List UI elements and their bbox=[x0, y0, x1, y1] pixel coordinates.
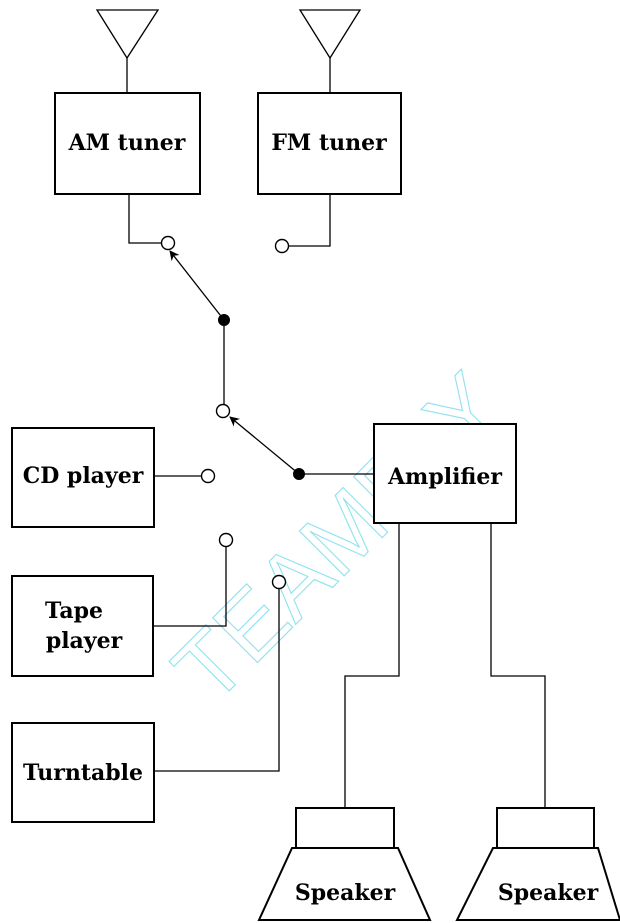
watermark: TEAMFLY bbox=[154, 354, 521, 721]
tuner-switch-arm bbox=[169, 250, 225, 321]
right-speaker-wire bbox=[490, 523, 546, 808]
am-tuner-box: AM tuner bbox=[54, 92, 201, 195]
am-tuner-label: AM tuner bbox=[68, 130, 186, 156]
tape-player-label-line1: Tape bbox=[45, 598, 103, 624]
fm-antenna-icon bbox=[298, 9, 362, 93]
cd-player-label: CD player bbox=[23, 463, 144, 489]
am-antenna-icon bbox=[95, 9, 160, 93]
tape-terminal bbox=[218, 532, 234, 548]
turntable-label: Turntable bbox=[23, 760, 143, 786]
cd-terminal bbox=[200, 468, 216, 484]
tape-player-wire bbox=[153, 547, 227, 627]
amplifier-label: Amplifier bbox=[387, 464, 502, 490]
am-tuner-wire bbox=[128, 194, 162, 244]
amplifier-box: Amplifier bbox=[373, 423, 517, 524]
left-speaker-icon: Speaker bbox=[257, 807, 432, 921]
am-terminal bbox=[160, 235, 176, 251]
fm-terminal bbox=[274, 238, 290, 254]
fm-tuner-wire bbox=[289, 194, 331, 247]
input-switch-arm bbox=[229, 416, 300, 475]
fm-tuner-label: FM tuner bbox=[271, 130, 387, 156]
left-speaker-label: Speaker bbox=[295, 880, 396, 906]
tape-player-label-line2: player bbox=[46, 628, 123, 654]
turntable-terminal bbox=[271, 574, 287, 590]
left-speaker-wire bbox=[344, 523, 400, 808]
turntable-box: Turntable bbox=[11, 722, 155, 823]
turntable-wire bbox=[154, 589, 280, 772]
right-speaker-icon: Speaker bbox=[455, 807, 620, 921]
right-speaker-label: Speaker bbox=[498, 880, 599, 906]
fm-tuner-box: FM tuner bbox=[257, 92, 402, 195]
cd-player-box: CD player bbox=[11, 427, 155, 528]
tuner-input-terminal bbox=[215, 403, 231, 419]
tape-player-box: Tape player bbox=[11, 575, 154, 677]
